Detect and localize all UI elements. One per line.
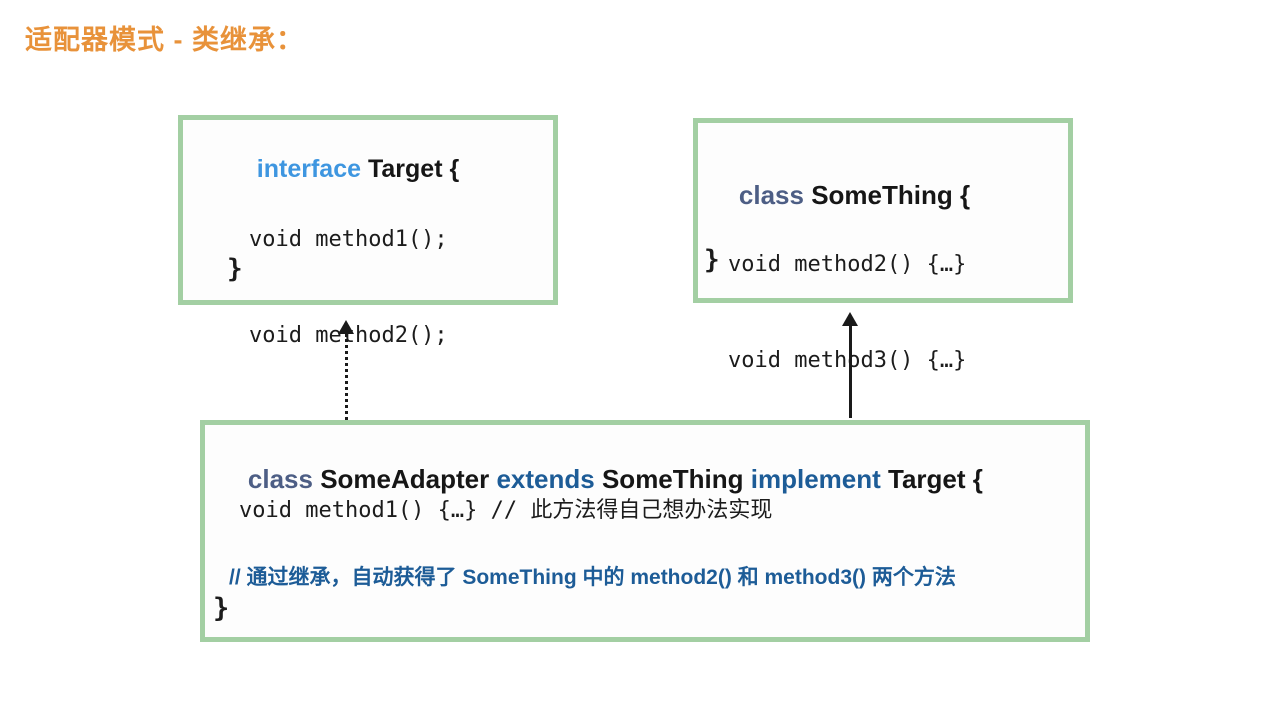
extends-keyword: extends (496, 464, 602, 494)
implement-keyword: implement (750, 464, 888, 494)
target-box-header: interface Target { (229, 126, 459, 213)
something-name: SomeThing { (811, 180, 971, 210)
something-close-brace: } (704, 245, 720, 275)
adapter-box-header: class SomeAdapter extends SomeThing impl… (219, 433, 983, 526)
something-class-box: class SomeThing { void method2() {…} voi… (693, 118, 1073, 373)
solid-arrow-shaft (848, 326, 852, 418)
class-keyword: class (247, 464, 321, 494)
code-line: void method1(); (249, 227, 448, 252)
class-keyword: class (738, 180, 812, 210)
parent-name: SomeThing (601, 464, 751, 494)
code-line: void method2() {…} (728, 252, 967, 277)
implements-arrow (338, 320, 354, 420)
adapter-class-box: class SomeAdapter extends SomeThing impl… (200, 420, 1090, 642)
adapter-close-brace: } (213, 593, 230, 624)
target-close-brace: } (227, 254, 243, 284)
inheritance-comment: // 通过继承，自动获得了 SomeThing 中的 method2() 和 m… (229, 566, 956, 589)
target-name: Target { (367, 155, 460, 183)
target-interface-box: interface Target { void method1(); void … (178, 115, 558, 444)
page-title: 适配器模式 - 类继承： (25, 25, 304, 55)
arrow-up-icon (338, 320, 354, 334)
adapter-name: SomeAdapter (320, 464, 497, 494)
dotted-arrow-shaft (344, 334, 348, 420)
adapter-method1-line: void method1() {…} // 此方法得自己想办法实现 (239, 498, 773, 523)
code-line: void method2(); (249, 323, 448, 348)
something-box-code: void method2() {…} void method3() {…} (728, 185, 966, 441)
implemented-target-name: Target { (888, 464, 983, 494)
interface-keyword: interface (256, 155, 368, 183)
extends-arrow (842, 312, 858, 418)
arrow-up-icon (842, 312, 858, 326)
code-line: void method3() {…} (728, 348, 967, 373)
something-box-header: class SomeThing { (710, 149, 970, 242)
